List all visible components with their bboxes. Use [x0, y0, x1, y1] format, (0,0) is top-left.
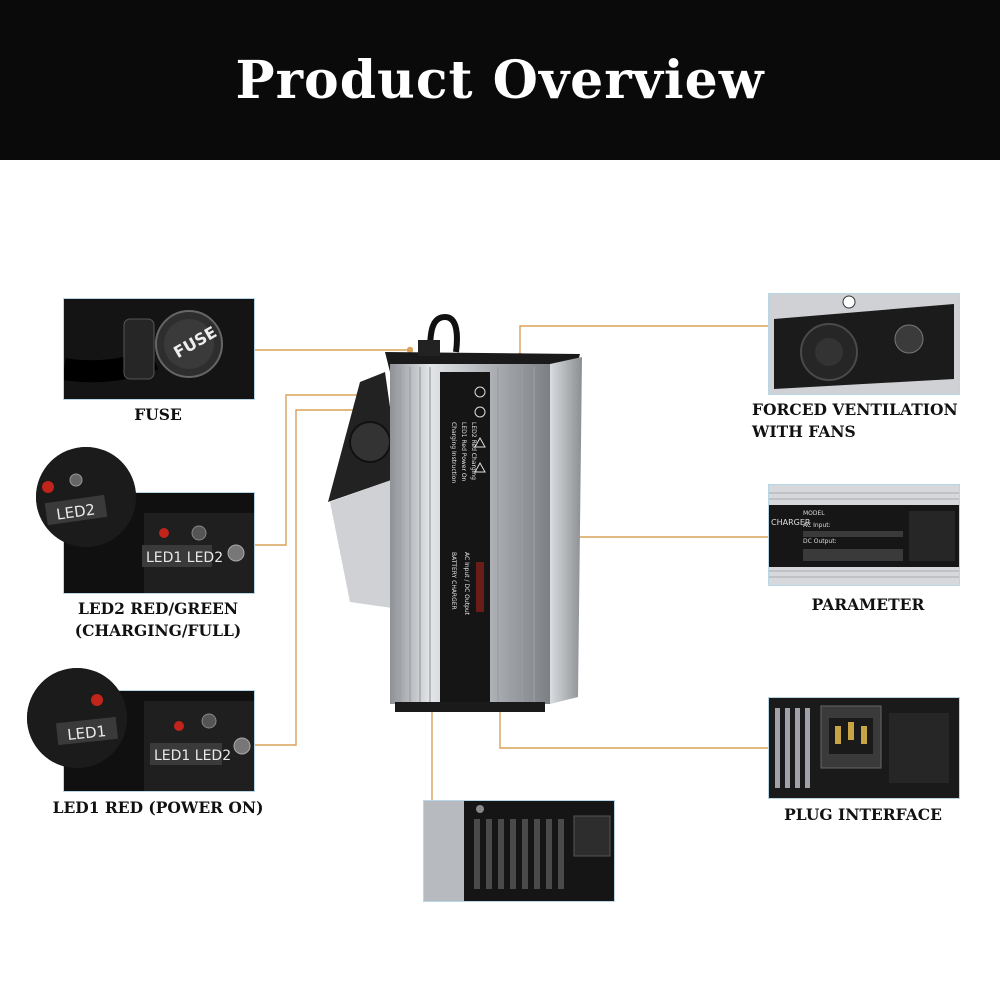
fan-photo — [768, 293, 960, 395]
led2-zoom: LED2 — [36, 447, 136, 547]
connector-fans — [519, 325, 768, 356]
connector-led1 — [254, 409, 372, 746]
parameter-label: PARAMETER — [811, 595, 925, 614]
led1-zoom: LED1 — [27, 668, 127, 768]
svg-text:Charging Instruction: Charging Instruction — [450, 422, 457, 483]
parameter-text-ac: AC Input: — [803, 522, 831, 529]
parameter-photo: CHARGER MODEL AC Input: DC Output: — [768, 484, 960, 586]
led1-label: LED1 RED (POWER ON) — [52, 798, 264, 817]
plug-photo — [768, 697, 960, 799]
parameter-text-dc: DC Output: — [803, 538, 837, 545]
led1-photo: LED1 LED2 — [63, 690, 255, 792]
fuse-label: FUSE — [134, 405, 182, 424]
vent-photo — [423, 800, 615, 902]
connector-plug — [499, 712, 768, 749]
fuse-photo: FUSE — [63, 298, 255, 400]
led1-zoom-text: LED1 — [66, 722, 107, 744]
led2-label: LED2 RED/GREEN (CHARGING/FULL) — [74, 599, 242, 640]
connector-led2 — [254, 394, 375, 546]
led1-panel-text: LED1 LED2 — [154, 748, 231, 764]
svg-text:LED1 Red Power On: LED1 Red Power On — [460, 422, 467, 482]
parameter-text-model: MODEL — [803, 510, 825, 517]
parameter-text-charger: CHARGER — [771, 518, 811, 527]
plug-label: PLUG INTERFACE — [784, 805, 942, 824]
svg-text:LED2 Red Charging: LED2 Red Charging — [470, 422, 477, 480]
svg-text:BATTERY CHARGER: BATTERY CHARGER — [450, 552, 457, 610]
led2-photo: LED1 LED2 — [63, 492, 255, 594]
svg-text:AC Input / DC Output: AC Input / DC Output — [463, 552, 470, 616]
led2-panel-text: LED1 LED2 — [146, 550, 223, 566]
fans-label: FORCED VENTILATION WITH FANS — [752, 400, 958, 441]
header-banner: Product Overview — [0, 0, 1000, 160]
led2-zoom-text: LED2 — [55, 500, 96, 523]
page-title: Product Overview — [235, 49, 765, 111]
charger-product-image: Charging Instruction LED1 Red Power On L… — [328, 313, 582, 712]
